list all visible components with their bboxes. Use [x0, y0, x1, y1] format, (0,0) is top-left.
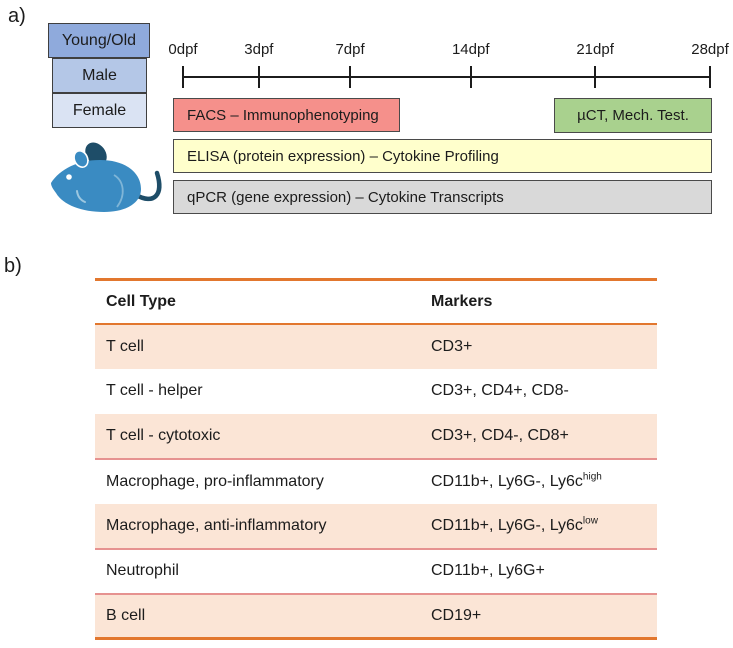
table-row: B cell CD19+ [95, 593, 657, 639]
markers-value: CD3+ [420, 323, 657, 369]
cell-type-value: T cell [95, 323, 420, 369]
assay-label-uct: µCT, Mech. Test. [577, 107, 689, 124]
assay-label-qpcr: qPCR (gene expression) – Cytokine Transc… [187, 188, 504, 206]
timeline-label-3dpf: 3dpf [244, 41, 274, 58]
markers-value: CD19+ [420, 593, 657, 639]
timeline-tick-28dpf [709, 66, 711, 88]
mouse-icon [51, 142, 162, 212]
timeline-label-0dpf: 0dpf [168, 41, 198, 58]
markers-value: CD11b+, Ly6G-, Ly6clow [420, 503, 657, 550]
cohort-box-young-old: Young/Old [48, 23, 150, 58]
markers-value: CD11b+, Ly6G-, Ly6chigh [431, 471, 602, 490]
cell-markers-table: Cell Type Markers T cell CD3+ T cell - h… [95, 278, 657, 640]
cohort-label-young-old: Young/Old [61, 31, 137, 49]
cell-type-value: Macrophage, anti-inflammatory [95, 503, 420, 550]
timeline-axis: 0dpf 3dpf 7dpf 14dpf 21dpf 28dpf [168, 41, 729, 88]
timeline-label-28dpf: 28dpf [691, 41, 729, 58]
table-row: T cell CD3+ [95, 323, 657, 369]
assay-bar-qpcr: qPCR (gene expression) – Cytokine Transc… [173, 180, 712, 214]
table-row: T cell - cytotoxic CD3+, CD4-, CD8+ [95, 413, 657, 460]
cohort-label-female: Female [72, 101, 127, 119]
table-header-row: Cell Type Markers [95, 279, 657, 325]
timeline-tick-7dpf [349, 66, 352, 88]
column-header-markers: Markers [420, 279, 657, 325]
cell-type-value: T cell - helper [106, 382, 203, 399]
cohort-box-male: Male [52, 58, 147, 93]
cell-type-value: B cell [95, 593, 420, 639]
timeline-label-7dpf: 7dpf [335, 41, 365, 58]
markers-value: CD11b+, Ly6G+ [420, 548, 657, 595]
cohort-box-female: Female [52, 93, 147, 128]
timeline-tick-3dpf [257, 66, 260, 88]
timeline-tick-0dpf [182, 66, 184, 88]
assay-bar-facs: FACS – Immunophenotyping [173, 98, 400, 132]
timeline-label-14dpf: 14dpf [451, 41, 490, 58]
panel-b-label: b) [4, 255, 22, 277]
column-header-cell-type: Cell Type [95, 279, 420, 325]
timeline-tick-21dpf [594, 66, 597, 88]
markers-value: CD3+, CD4+, CD8- [431, 382, 569, 399]
assay-label-facs: FACS – Immunophenotyping [187, 106, 379, 124]
table-row: Macrophage, pro-inflammatory CD11b+, Ly6… [95, 459, 657, 504]
table-row: Macrophage, anti-inflammatory CD11b+, Ly… [95, 503, 657, 550]
timeline-label-21dpf: 21dpf [576, 41, 614, 58]
cell-type-value: Macrophage, pro-inflammatory [106, 472, 324, 490]
panel-a-label: a) [8, 5, 26, 27]
timeline-line [183, 76, 710, 78]
cell-type-value: T cell - cytotoxic [95, 413, 420, 460]
cohort-label-male: Male [82, 66, 117, 84]
timeline-tick-14dpf [469, 66, 472, 88]
assay-bar-elisa: ELISA (protein expression) – Cytokine Pr… [173, 139, 712, 173]
markers-value: CD3+, CD4-, CD8+ [420, 413, 657, 460]
assay-bar-uct: µCT, Mech. Test. [554, 98, 712, 133]
table-row: T cell - helper CD3+, CD4+, CD8- [95, 369, 657, 414]
cell-type-value: Neutrophil [95, 548, 420, 595]
assay-label-elisa: ELISA (protein expression) – Cytokine Pr… [187, 147, 499, 165]
table-row: Neutrophil CD11b+, Ly6G+ [95, 548, 657, 595]
